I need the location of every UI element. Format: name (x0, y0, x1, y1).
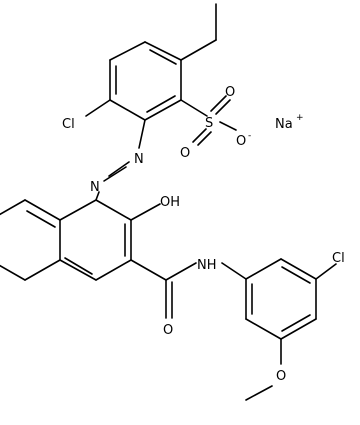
oxygen-label-minus: O (236, 134, 246, 149)
oxygen-charge: - (248, 131, 251, 141)
chloro-top: Cl (62, 99, 111, 132)
sulfonate-group: S O O O - (180, 85, 251, 161)
chloro-right: Cl (315, 251, 345, 280)
hydroxyl-group: OH (130, 195, 180, 221)
amide-group: O NH (130, 258, 247, 338)
azo-n2-label: N (90, 180, 100, 195)
oxygen-label-up: O (225, 85, 235, 100)
azo-n1-label: N (134, 152, 144, 167)
benzene-ring-top (109, 41, 182, 121)
aniline-ring (245, 258, 317, 340)
sodium-label: Na (275, 117, 293, 132)
methoxy-oxygen-label: O (276, 369, 286, 384)
oxygen-label-down: O (180, 146, 190, 161)
methoxy-group: O (245, 338, 286, 401)
ethyl-group (180, 3, 217, 61)
amide-nh-label: NH (197, 258, 217, 273)
carbonyl-oxygen-label: O (163, 323, 173, 338)
chlorine-label-right: Cl (332, 251, 345, 266)
naphthalene-ring-left (0, 199, 61, 281)
azo-linkage: N N (90, 119, 146, 201)
naphthalene-ring-right (59, 199, 132, 281)
sodium-charge: + (296, 113, 304, 123)
hydroxyl-label: OH (160, 195, 180, 210)
chlorine-label-top: Cl (62, 117, 75, 132)
sulfur-label: S (205, 116, 213, 131)
sodium-ion: Na + (275, 113, 304, 132)
